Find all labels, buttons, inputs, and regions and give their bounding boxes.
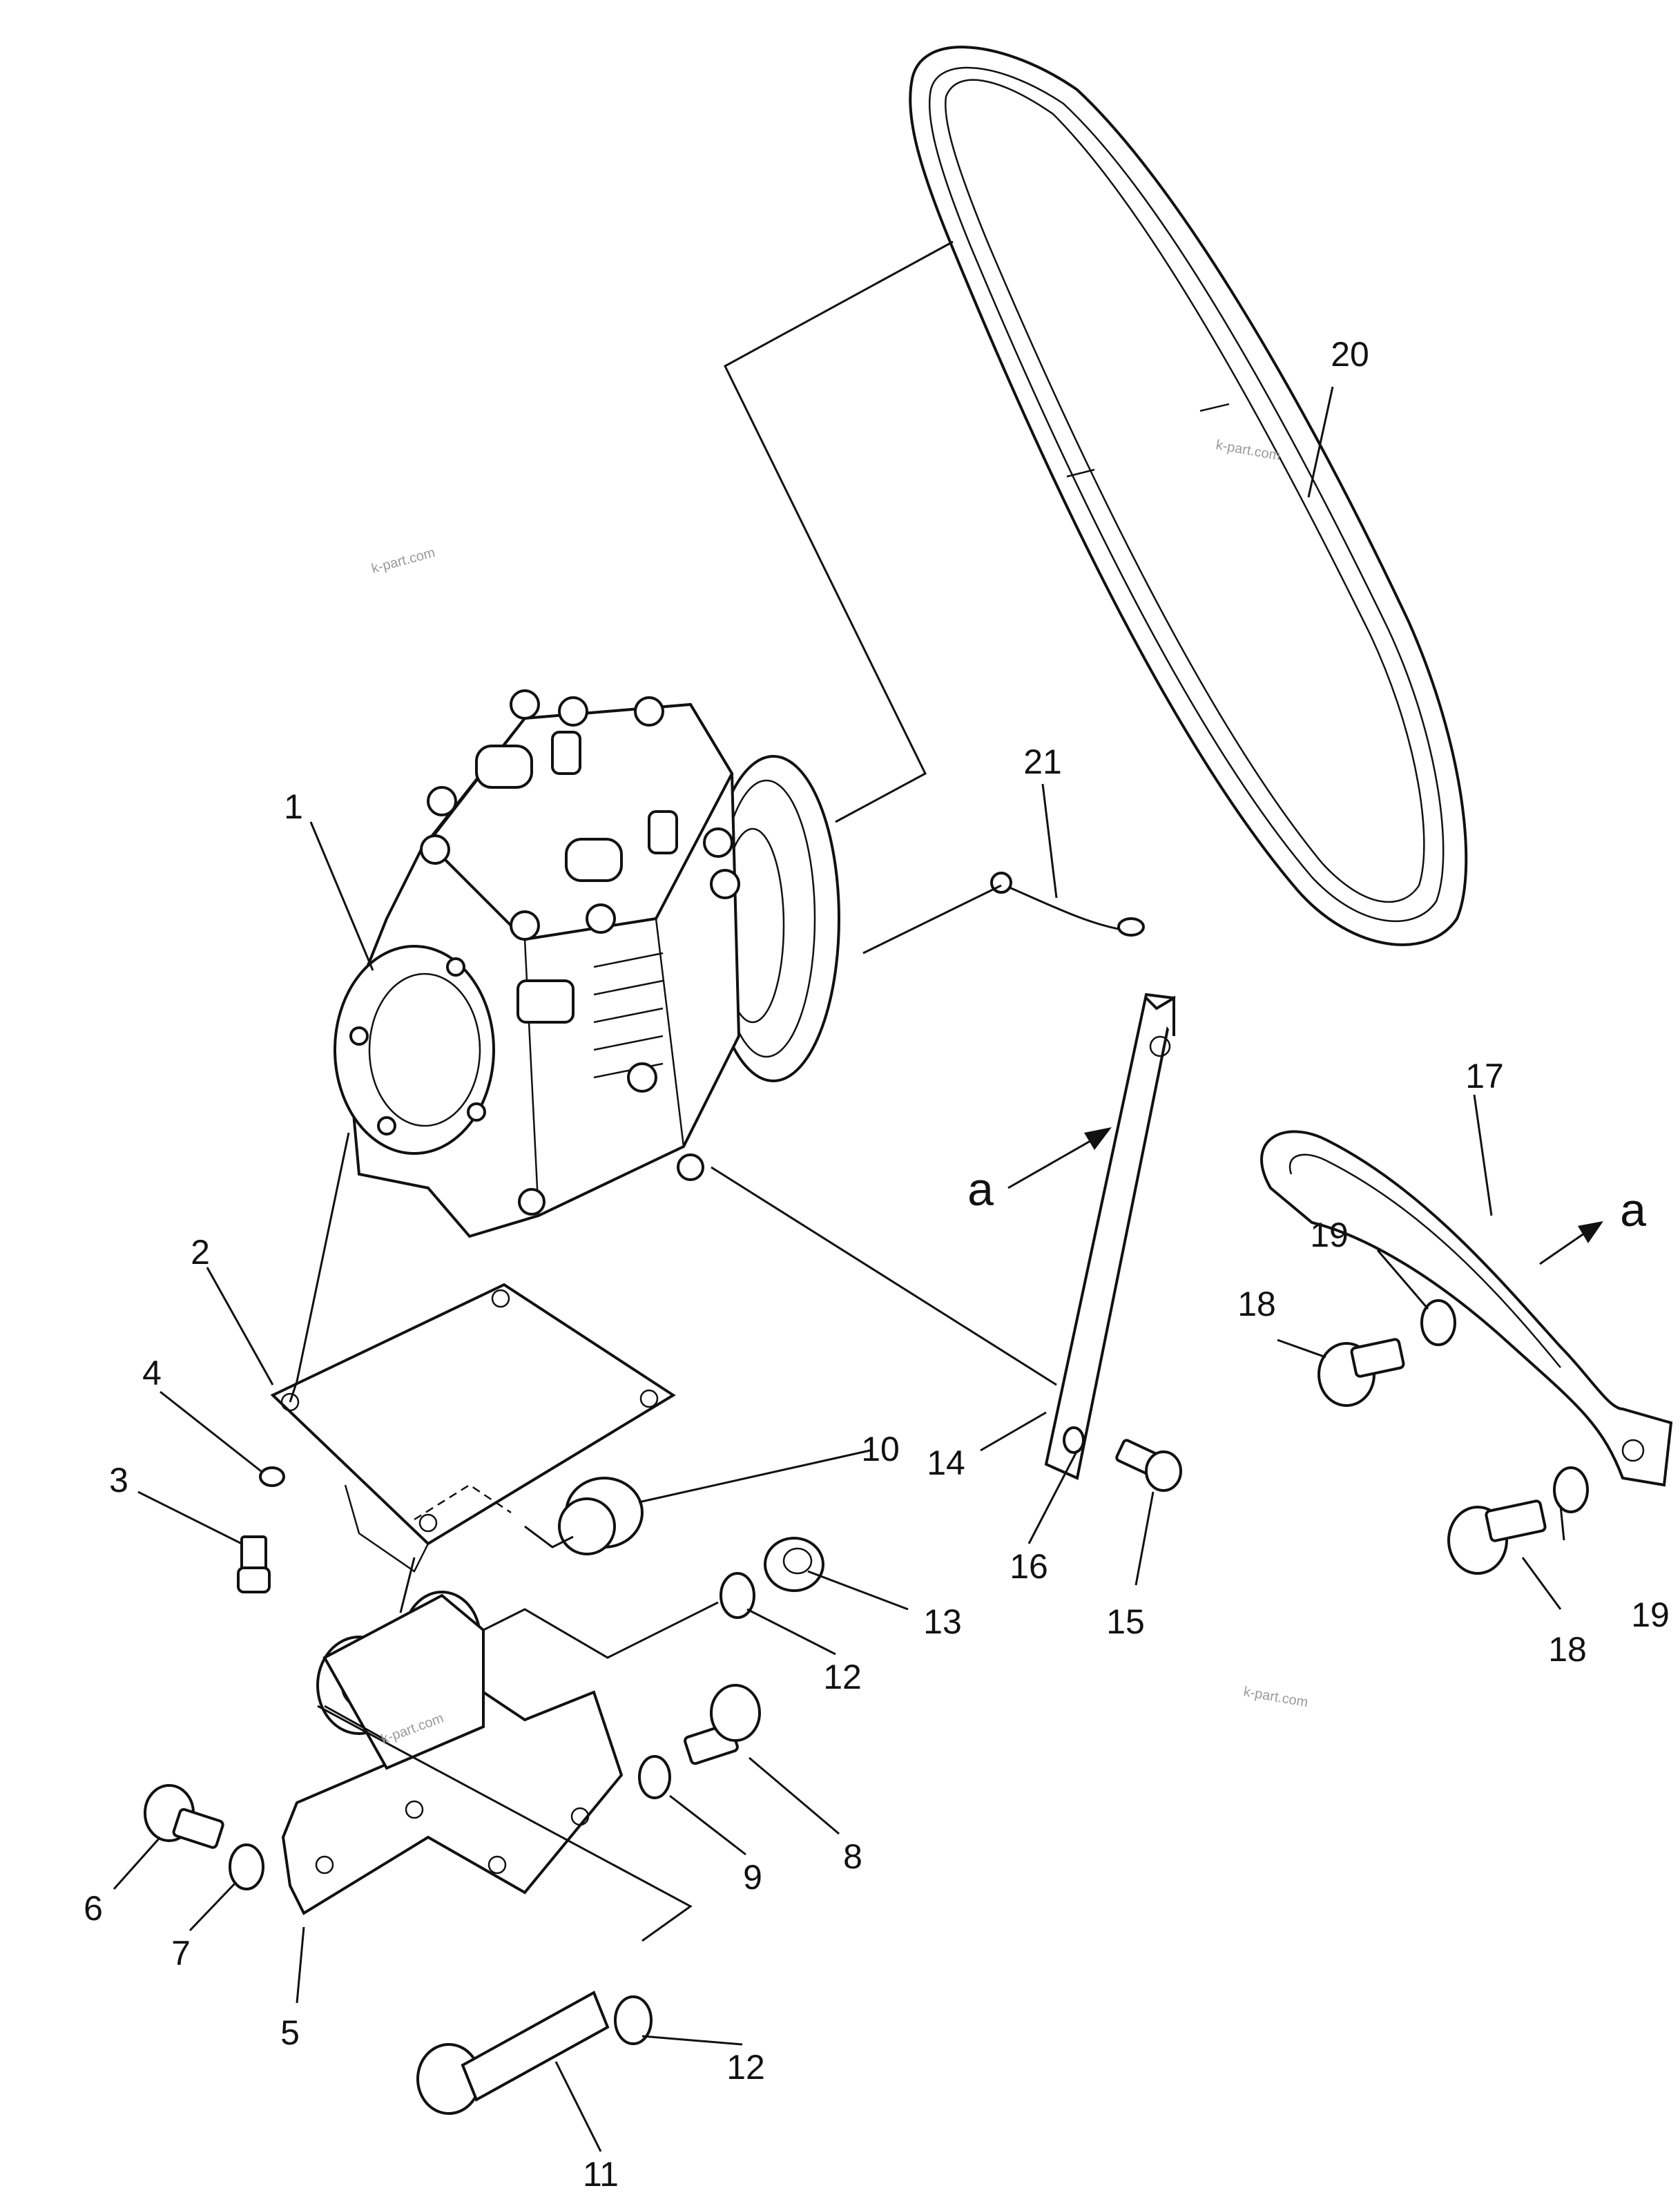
callout-21: 21 (1023, 742, 1062, 781)
washer-19-lower (1553, 1466, 1589, 1513)
callout-2: 2 (191, 1233, 210, 1272)
assembly-lines (289, 240, 1057, 1942)
pin-bolt-11 (416, 1991, 610, 2115)
view-arrow-left (1007, 1127, 1112, 1189)
callout-18-upper: 18 (1237, 1285, 1276, 1323)
support-bracket (281, 1591, 624, 1915)
callout-5: 5 (280, 2013, 300, 2052)
callout-19-upper: 19 (1310, 1216, 1349, 1254)
callout-15: 15 (1106, 1602, 1145, 1641)
leader-lines (113, 386, 1565, 2152)
bolt-18-lower (1447, 1499, 1547, 1575)
v-belt (909, 46, 1468, 946)
callout-4: 4 (142, 1354, 162, 1392)
watermark: k-part.com (1242, 1684, 1309, 1710)
bolt-18-upper (1317, 1338, 1405, 1407)
callout-18-lower: 18 (1548, 1630, 1587, 1669)
mounting-plate (270, 1283, 676, 1573)
callout-16: 16 (1010, 1547, 1048, 1586)
bolt-3 (237, 1535, 271, 1593)
strap-21 (990, 872, 1145, 937)
callout-6: 6 (84, 1889, 103, 1928)
callout-14: 14 (927, 1444, 965, 1482)
view-label-a-left: a (967, 1163, 994, 1216)
washer-12-lower (614, 1995, 653, 2045)
adjusting-arm (1044, 993, 1176, 1480)
bolt-8 (684, 1684, 761, 1765)
callout-3: 3 (109, 1461, 128, 1499)
bushing-10 (558, 1477, 644, 1555)
nut-13 (764, 1537, 824, 1592)
watermark: k-part.com (370, 545, 437, 577)
callout-labels: 1 2 3 4 5 6 7 8 9 10 11 12 12 13 14 15 1… (84, 335, 1670, 2194)
callout-20: 20 (1331, 335, 1369, 374)
bolt-15 (1115, 1439, 1182, 1492)
washer-12-upper (720, 1572, 755, 1619)
bolt-6 (144, 1784, 224, 1849)
callout-8: 8 (843, 1837, 862, 1876)
compressor (334, 689, 840, 1238)
callout-12-upper: 12 (823, 1658, 862, 1696)
callout-17: 17 (1465, 1057, 1504, 1095)
callout-19-lower: 19 (1631, 1595, 1670, 1634)
callout-10: 10 (861, 1430, 900, 1468)
view-label-a-right: a (1620, 1184, 1646, 1236)
adjuster-plate (1260, 1130, 1673, 1487)
callout-11: 11 (583, 2155, 619, 2194)
view-arrow-right (1539, 1221, 1603, 1265)
washer-19-upper (1420, 1299, 1456, 1346)
washer-16 (1063, 1426, 1085, 1454)
callout-13: 13 (923, 1602, 962, 1641)
callout-9: 9 (743, 1858, 762, 1897)
washer-4 (259, 1466, 285, 1487)
washer-7 (229, 1843, 264, 1890)
washer-9 (638, 1755, 671, 1799)
callout-7: 7 (171, 1934, 191, 1973)
callout-12-lower: 12 (726, 2048, 765, 2087)
callout-1: 1 (284, 787, 303, 826)
